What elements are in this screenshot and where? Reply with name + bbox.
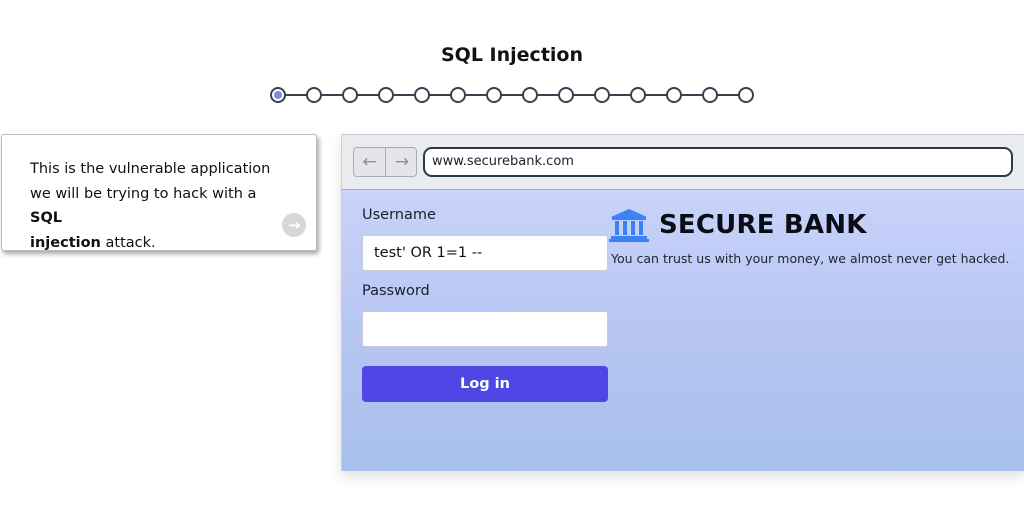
forward-button[interactable]: →	[386, 148, 416, 176]
tooltip-text-bold: injection	[30, 234, 101, 251]
back-button[interactable]: ←	[354, 148, 386, 176]
webpage-content: Username test' OR 1=1 -- Password Log in…	[342, 190, 1024, 471]
step-dot-4[interactable]	[378, 87, 394, 103]
step-dot-12[interactable]	[666, 87, 682, 103]
tooltip-text: attack.	[100, 234, 156, 251]
bank-building-icon	[609, 209, 649, 242]
username-input[interactable]: test' OR 1=1 --	[362, 235, 608, 271]
arrow-right-circle-icon: →	[287, 216, 301, 234]
step-dot-10[interactable]	[594, 87, 610, 103]
tooltip-text: This is the vulnerable application we wi…	[30, 161, 271, 202]
login-button[interactable]: Log in	[362, 366, 608, 402]
step-dot-1[interactable]	[270, 87, 286, 103]
step-dot-9[interactable]	[558, 87, 574, 103]
step-dot-7[interactable]	[486, 87, 502, 103]
navigation-buttons: ← →	[353, 147, 417, 177]
tooltip-text-bold: SQL	[30, 210, 63, 226]
tutorial-tooltip: This is the vulnerable application we wi…	[1, 134, 317, 251]
step-dot-6[interactable]	[450, 87, 466, 103]
page-title: SQL Injection	[441, 44, 583, 66]
step-dot-13[interactable]	[702, 87, 718, 103]
browser-toolbar: ← → www.securebank.com	[342, 135, 1024, 190]
step-connector-line	[278, 94, 746, 96]
password-label: Password	[362, 283, 430, 299]
step-dot-14[interactable]	[738, 87, 754, 103]
step-progress	[270, 86, 754, 104]
bank-name: SECURE BANK	[659, 210, 867, 240]
address-bar[interactable]: www.securebank.com	[423, 147, 1013, 177]
username-label: Username	[362, 207, 436, 223]
step-dot-5[interactable]	[414, 87, 430, 103]
bank-tagline: You can trust us with your money, we alm…	[611, 251, 1010, 266]
arrow-right-icon: →	[394, 152, 410, 172]
step-dot-3[interactable]	[342, 87, 358, 103]
step-dot-11[interactable]	[630, 87, 646, 103]
arrow-left-icon: ←	[362, 152, 377, 172]
browser-window: ← → www.securebank.com Username test' OR…	[341, 134, 1024, 471]
password-input[interactable]	[362, 311, 608, 347]
step-dot-2[interactable]	[306, 87, 322, 103]
next-step-button[interactable]: →	[282, 213, 306, 237]
step-dot-8[interactable]	[522, 87, 538, 103]
